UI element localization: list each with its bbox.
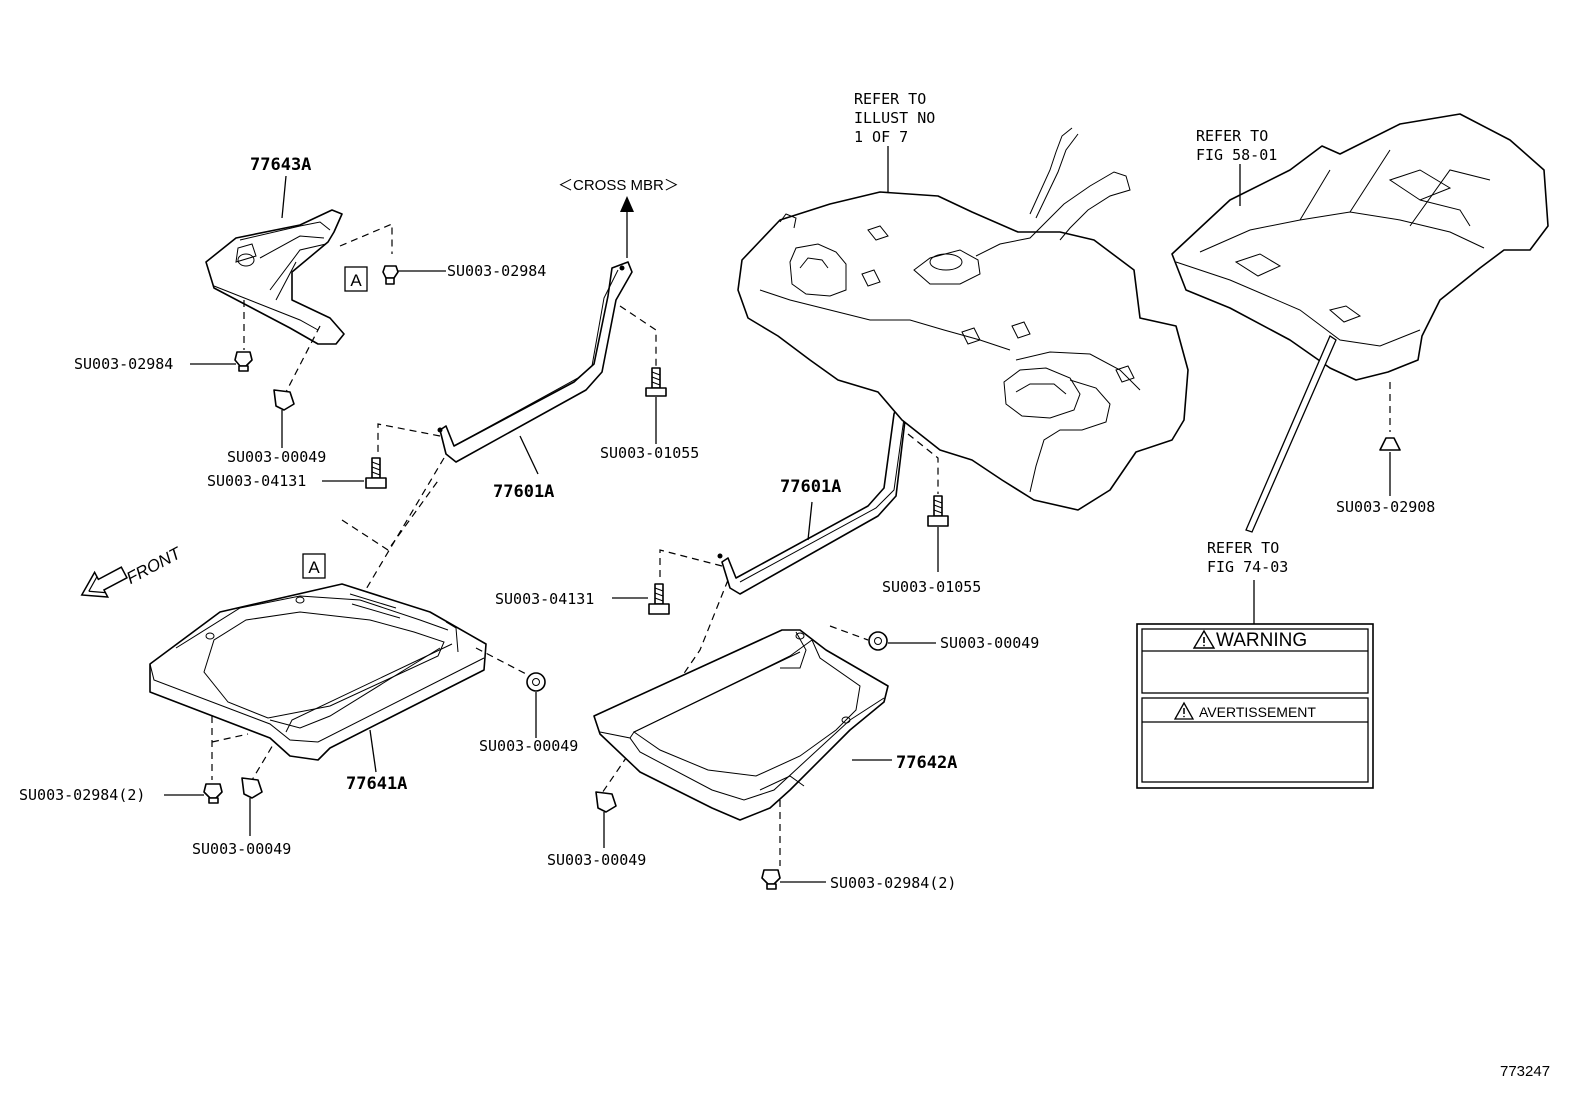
bolt-icon [365, 457, 387, 489]
fastener-su003-04131-mid: SU003-04131 [495, 590, 594, 608]
shield-77643a-drawing [205, 209, 345, 345]
fastener-su003-00049-mid-nut: SU003-00049 [479, 737, 578, 755]
refer-tank-line-1: REFER TO [854, 90, 926, 108]
refer-tank-line-3: 1 OF 7 [854, 128, 908, 146]
part-77601a-right-label: 77601A [780, 477, 841, 497]
front-label: FRONT [123, 543, 185, 588]
tray-77641a-drawing [149, 583, 487, 761]
warning-icon [1192, 629, 1216, 649]
fastener-su003-02984-top: SU003-02984 [447, 262, 546, 280]
cross-member-label: ＜CROSS MBR＞ [558, 177, 679, 194]
clip-nut-icon [595, 791, 617, 813]
clip-icon [234, 351, 253, 372]
fastener-su003-00049-bottom-mid: SU003-00049 [547, 851, 646, 869]
view-marker-label: A [350, 271, 362, 290]
strap-77601a-left-drawing [437, 261, 633, 463]
fastener-su003-01055-right: SU003-01055 [882, 578, 981, 596]
bolt-icon [927, 495, 949, 527]
fastener-su003-00049-bottom-left: SU003-00049 [192, 840, 291, 858]
fuel-tank-drawing [737, 127, 1189, 511]
warning-title: WARNING [1216, 630, 1307, 651]
part-77641a-label: 77641A [346, 774, 407, 794]
nut-icon [868, 631, 888, 651]
refer-label-line-2: FIG 74-03 [1207, 558, 1288, 576]
nut-icon [526, 672, 546, 692]
fastener-su003-02984-2-right: SU003-02984(2) [830, 874, 956, 892]
bolt-icon [645, 367, 667, 397]
warning-label: WARNING AVERTISSEMENT [1136, 623, 1374, 789]
part-77643a-label: 77643A [250, 155, 311, 175]
refer-label-line-1: REFER TO [1207, 539, 1279, 557]
part-77601a-left-label: 77601A [493, 482, 554, 502]
fastener-su003-04131-left: SU003-04131 [207, 472, 306, 490]
fastener-su003-00049-right-nut: SU003-00049 [940, 634, 1039, 652]
part-77642a-label: 77642A [896, 753, 957, 773]
bolt-icon [648, 583, 670, 615]
view-marker-label: A [308, 558, 320, 577]
view-marker-box-bottom: A [302, 553, 326, 579]
refer-floor-line-1: REFER TO [1196, 127, 1268, 145]
clip-nut-icon [273, 389, 295, 411]
refer-tank-line-2: ILLUST NO [854, 109, 935, 127]
tray-77642a-drawing [593, 629, 889, 821]
clip-nut-icon [241, 777, 263, 799]
front-arrow-icon [80, 566, 128, 598]
diagram-id: 773247 [1500, 1063, 1550, 1080]
fastener-su003-02984-2-left: SU003-02984(2) [19, 786, 145, 804]
arrow-up-icon [620, 196, 634, 212]
warning-icon [1173, 701, 1195, 720]
refer-floor-line-2: FIG 58-01 [1196, 146, 1277, 164]
fastener-su003-02908: SU003-02908 [1336, 498, 1435, 516]
clip-icon [203, 783, 223, 804]
view-marker-box-top: A [344, 266, 368, 292]
fastener-su003-00049-top: SU003-00049 [227, 448, 326, 466]
plug-icon [1379, 437, 1401, 451]
fastener-su003-02984-left: SU003-02984 [74, 355, 173, 373]
bolt-icon [382, 265, 399, 285]
clip-icon [761, 869, 781, 890]
warning-subtitle: AVERTISSEMENT [1199, 704, 1316, 720]
floor-pan-drawing [1171, 113, 1549, 381]
fastener-su003-01055-left: SU003-01055 [600, 444, 699, 462]
